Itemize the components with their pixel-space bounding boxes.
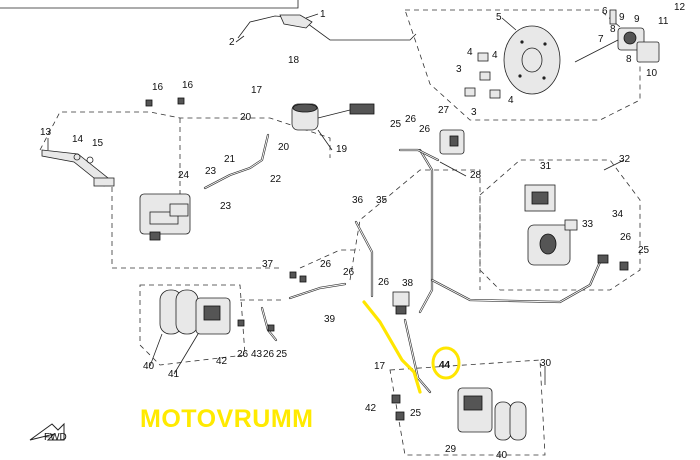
callout-26: 26: [343, 267, 355, 278]
forward-arrow-icon: FWD: [29, 422, 67, 443]
callout-39: 39: [324, 314, 336, 325]
callout-22: 22: [270, 174, 282, 185]
callout-25: 25: [390, 119, 402, 130]
callout-40: 40: [496, 450, 508, 460]
callout-23: 23: [220, 201, 232, 212]
callout-20: 20: [278, 142, 290, 153]
callout-8: 8: [626, 54, 632, 65]
callout-4: 4: [508, 95, 514, 106]
svg-text:FWD: FWD: [44, 432, 67, 443]
callout-26: 26: [419, 124, 431, 135]
callout-17: 17: [374, 361, 386, 372]
callout-38: 38: [402, 278, 414, 289]
callout-23: 23: [205, 166, 217, 177]
callout-30: 30: [540, 358, 552, 369]
callout-26: 26: [378, 277, 390, 288]
callout-labels: 1 2 3 3 4 4 4 5 6 7 8 8 9 9 10 11 12 13 …: [40, 2, 686, 460]
callout-26: 26: [263, 349, 275, 360]
callout-40: 40: [143, 361, 155, 372]
callout-36: 36: [352, 195, 364, 206]
callout-6: 6: [602, 6, 608, 17]
callout-9: 9: [619, 12, 625, 23]
brake-lines: [203, 15, 602, 394]
callout-25: 25: [638, 245, 650, 256]
lower-left-caliper-part: [159, 289, 231, 335]
callout-26: 26: [405, 114, 417, 125]
callout-26: 25: [410, 408, 422, 419]
callout-5: 5: [496, 12, 502, 23]
callout-35: 35: [376, 195, 388, 206]
callout-42: 42: [216, 356, 228, 367]
callout-28: 28: [470, 170, 482, 181]
brake-disc-part: [503, 25, 561, 95]
callout-27: 27: [438, 105, 450, 116]
assembly-outlines: [39, 9, 641, 456]
callout-4: 4: [467, 47, 473, 58]
callout-31: 31: [540, 161, 552, 172]
callout-26: 26: [620, 232, 632, 243]
callout-14: 14: [72, 134, 84, 145]
callout-8: 8: [610, 24, 616, 35]
callout-12: 12: [674, 2, 686, 13]
callout-32: 32: [619, 154, 631, 165]
callout-3: 3: [471, 107, 477, 118]
callout-11: 11: [658, 16, 669, 27]
callout-10: 10: [646, 68, 658, 79]
callout-25: 25: [276, 349, 288, 360]
callout-20: 20: [240, 112, 252, 123]
callout-34: 34: [612, 209, 624, 220]
callout-26: 26: [237, 349, 249, 360]
leader-lines: [47, 13, 625, 385]
callout-16: 16: [182, 80, 194, 91]
callout-24: 24: [178, 170, 190, 181]
callout-43: 43: [251, 349, 263, 360]
callout-7: 7: [598, 34, 604, 45]
callout-44: 44: [439, 360, 451, 371]
callout-2: 2: [229, 37, 235, 48]
callout-9: 9: [634, 14, 640, 25]
watermark-text: MOTOVRUMM: [140, 405, 314, 433]
callout-21: 21: [224, 154, 236, 165]
highlight-circle-44: [431, 346, 461, 380]
callout-16: 16: [152, 82, 164, 93]
callout-42: 42: [365, 403, 377, 414]
highlighted-brake-line: [362, 300, 422, 394]
front-master-cylinder-part: [574, 9, 660, 63]
callout-4: 4: [492, 50, 498, 61]
parts: [41, 9, 660, 441]
callout-15: 15: [92, 138, 104, 149]
callout-17: 17: [251, 85, 263, 96]
callout-1: 1: [320, 9, 326, 20]
callout-33: 33: [582, 219, 594, 230]
callout-3: 3: [456, 64, 462, 75]
callout-41: 41: [168, 369, 180, 380]
callout-19: 19: [336, 144, 348, 155]
callout-13: 13: [40, 127, 52, 138]
callout-18: 18: [288, 55, 300, 66]
frame-line-top: [0, 0, 299, 9]
callout-37: 37: [262, 259, 274, 270]
callout-26: 26: [320, 259, 332, 270]
callout-29: 29: [445, 444, 457, 455]
rear-reservoir-part: [291, 103, 375, 131]
rear-master-cylinder-part: [139, 193, 191, 241]
lower-right-caliper-part: [457, 387, 527, 441]
right-caliper-part: [527, 219, 578, 266]
